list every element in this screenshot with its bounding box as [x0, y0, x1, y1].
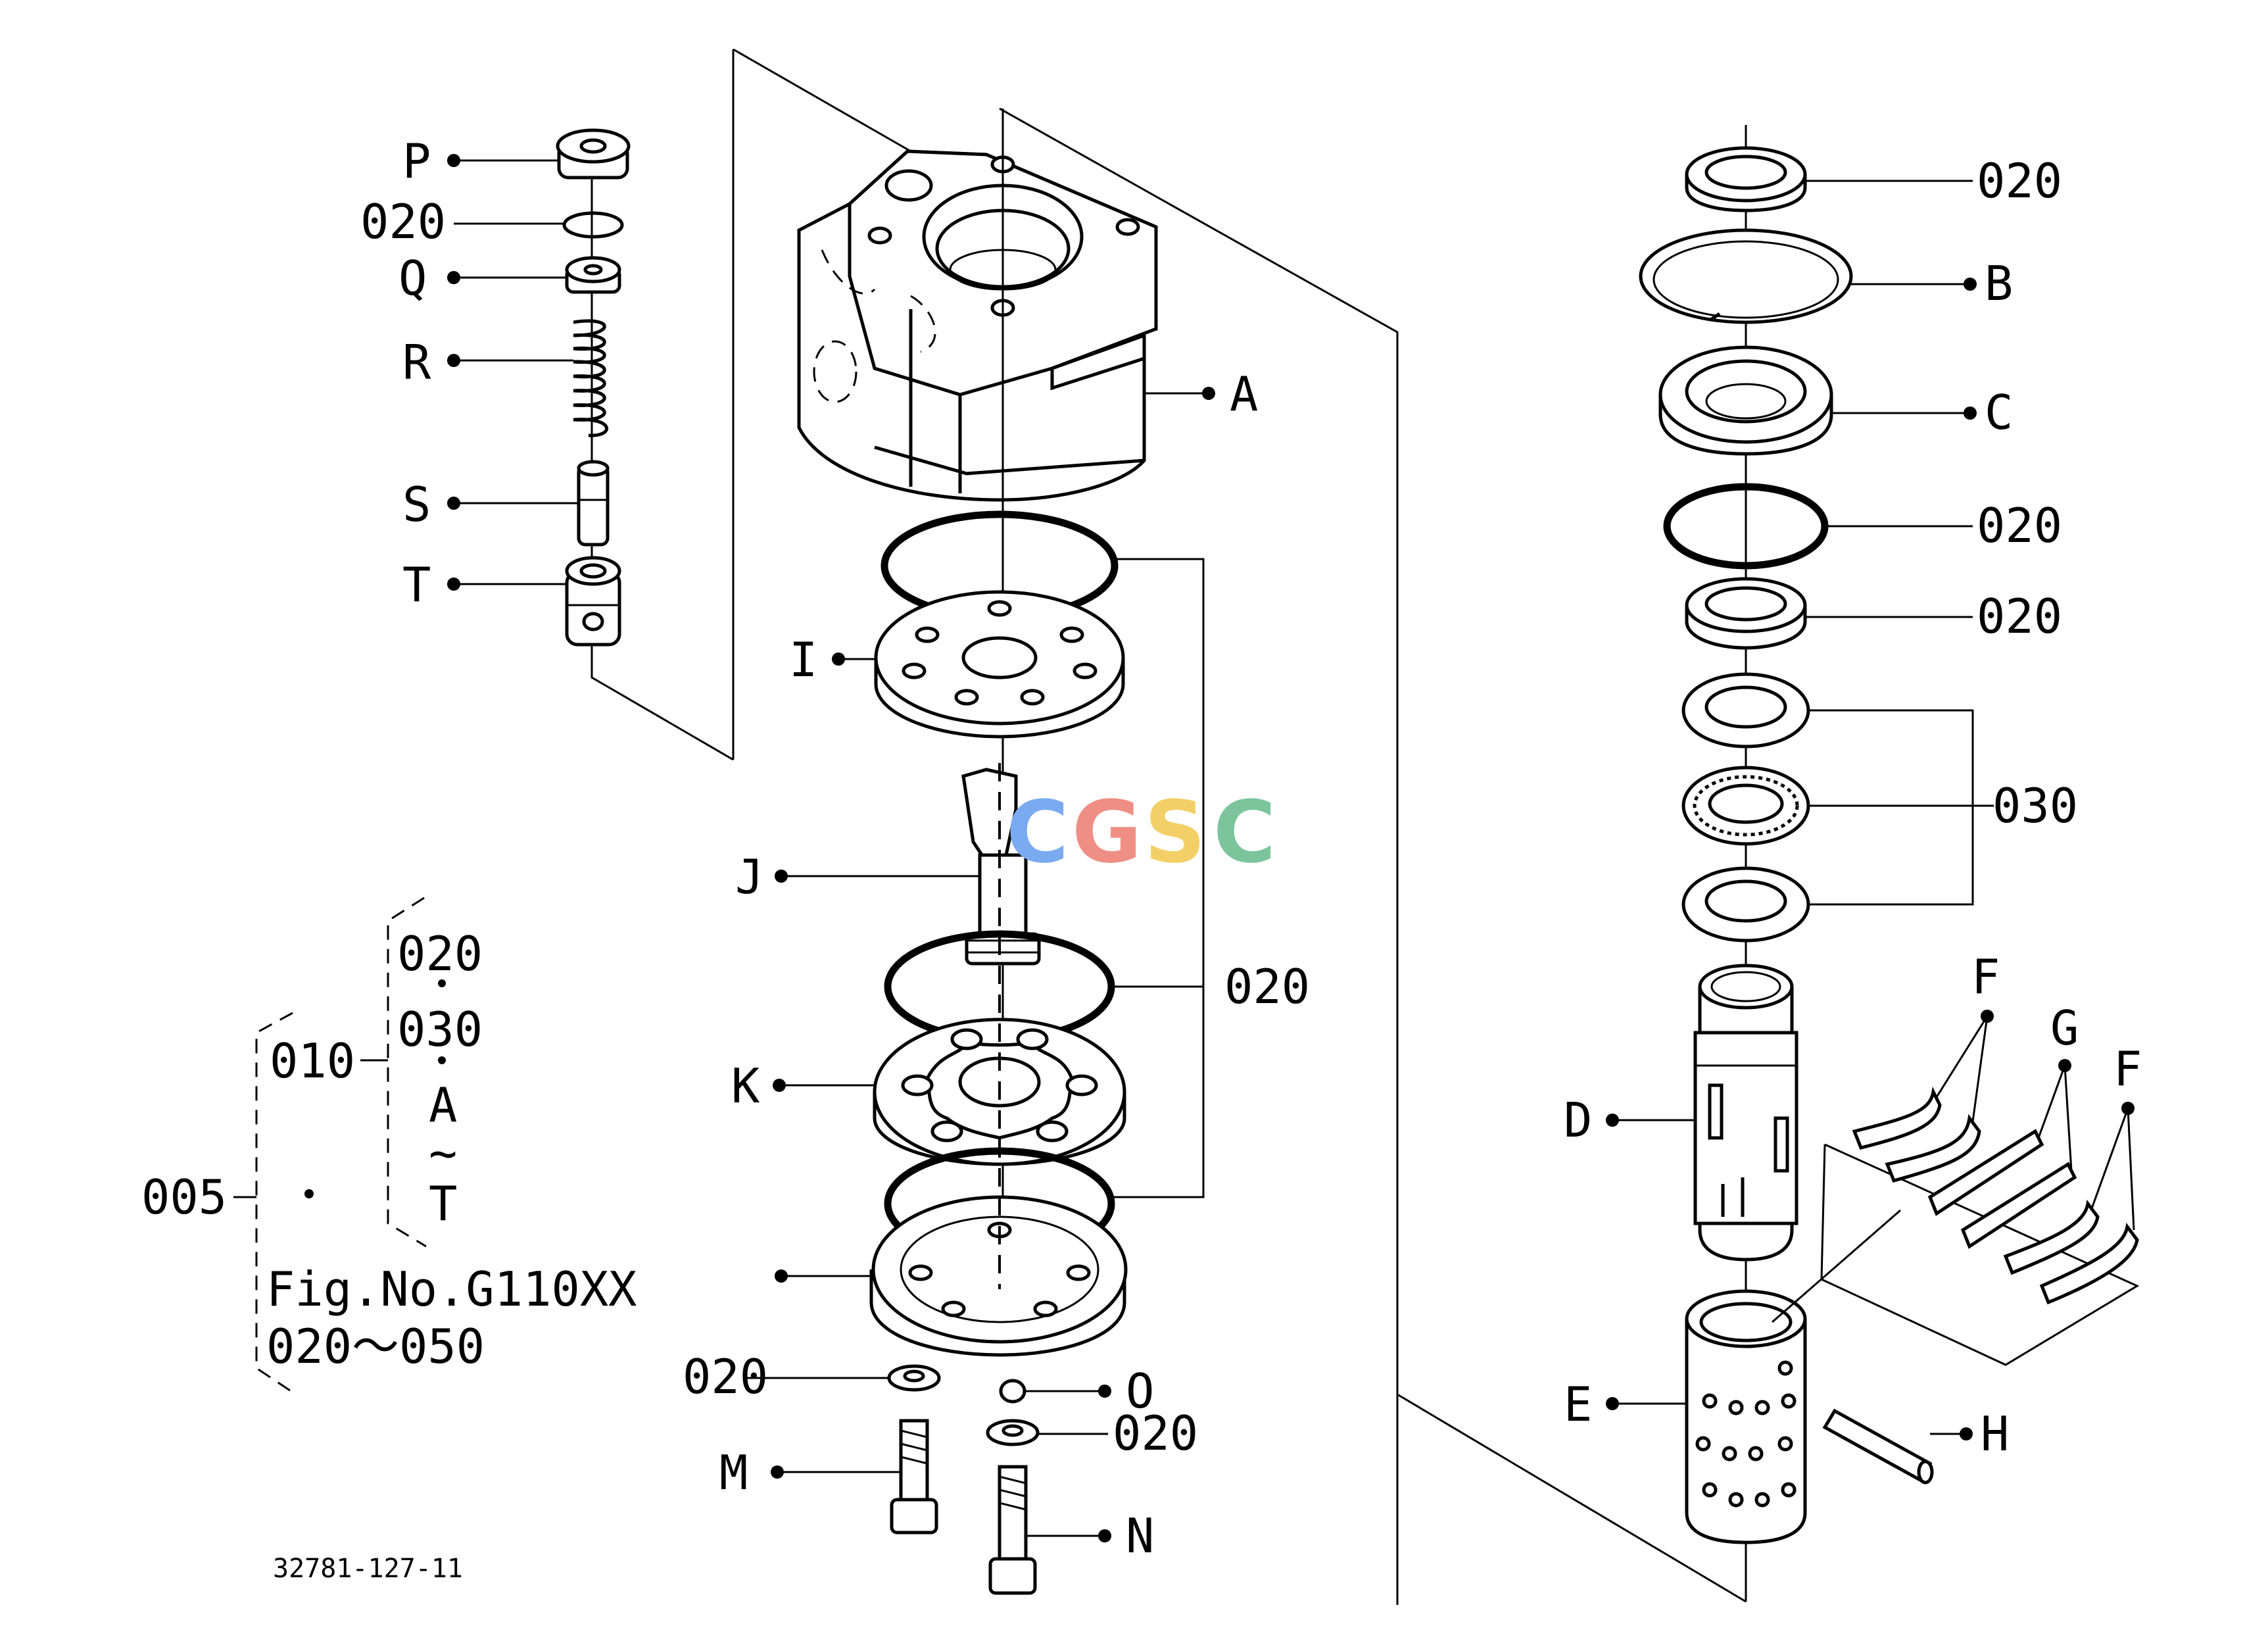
relief-valve-stack: [556, 128, 631, 651]
label-e: E: [1564, 1377, 1592, 1432]
washer-020-left: [887, 1364, 941, 1392]
plug-p: [556, 128, 631, 180]
housing-a: [797, 149, 1158, 502]
label-o: O: [1126, 1364, 1154, 1419]
watermark-letter-1: C: [1006, 782, 1069, 882]
label-h: H: [1981, 1406, 2009, 1462]
plate-i: [874, 590, 1125, 739]
label-m: M: [719, 1445, 748, 1500]
label-j: J: [735, 849, 763, 904]
screw-m: [890, 1419, 938, 1535]
label-t: T: [402, 557, 431, 612]
end-cover: [869, 1195, 1128, 1357]
cgsc-watermark: C G S C: [1006, 782, 1276, 882]
label-c: C: [1985, 385, 2013, 440]
assembly-legend: 005 010 020 030 A ~ T Fig.No.G110XX 020～…: [141, 897, 637, 1396]
bushing-020-second: [1685, 577, 1807, 650]
thrust-washer-lower: [1681, 866, 1810, 943]
label-b: B: [1985, 256, 2013, 311]
screw-n: [988, 1465, 1037, 1595]
label-g: G: [2050, 1000, 2079, 1056]
label-f-right: F: [2113, 1041, 2142, 1096]
label-i: I: [789, 632, 817, 687]
label-r: R: [402, 335, 431, 390]
spool-e: [1685, 1289, 1807, 1544]
label-k: K: [731, 1058, 760, 1114]
label-020-right-ring: 020: [1977, 498, 2062, 553]
right-stack: [1639, 146, 2140, 1544]
label-f-left: F: [1971, 949, 2000, 1004]
label-020-washer: 020: [683, 1349, 768, 1404]
legend-020: 020: [397, 926, 483, 981]
label-030-thrust-set: 030: [1992, 778, 2078, 833]
label-020-screw-washer: 020: [1113, 1406, 1198, 1461]
figure-range: 020～050: [266, 1319, 485, 1374]
spring-r: [573, 319, 608, 437]
label-020-valve-ring: 020: [360, 194, 446, 249]
watermark-letter-4: C: [1213, 782, 1276, 882]
washer-020-right: [986, 1419, 1040, 1446]
snap-ring-b: [1639, 228, 1853, 324]
drawing-number: 32781-127-11: [273, 1554, 463, 1584]
bushing-020-top: [1685, 146, 1807, 212]
label-q: Q: [398, 251, 427, 306]
pin-h: [1822, 1408, 1934, 1485]
seat-q: [565, 256, 621, 294]
figure-number: Fig.No.G110XX: [266, 1262, 637, 1317]
legend-010: 010: [270, 1033, 355, 1089]
legend-030: 030: [397, 1002, 483, 1057]
ball-o: [999, 1379, 1026, 1404]
leader-lines: [454, 159, 2135, 1537]
poppet-s: [577, 460, 610, 547]
label-d: D: [1564, 1093, 1592, 1148]
legend-tilde: ~: [429, 1125, 457, 1181]
legend-a: A: [429, 1077, 457, 1133]
watermark-letter-2: G: [1072, 782, 1142, 882]
seal-c: [1658, 345, 1833, 456]
label-s: S: [402, 477, 431, 532]
leader-dots: [447, 154, 2135, 1542]
label-p: P: [402, 134, 431, 189]
label-020-center-rings: 020: [1224, 959, 1310, 1014]
thrust-bearing: [1681, 766, 1810, 846]
spring-plates-fg: [1772, 1087, 2140, 1366]
legend-t: T: [429, 1176, 457, 1231]
thrust-washer-upper: [1681, 672, 1810, 749]
callout-labels: P 020 Q R S T A I J K 020 020 M O 020 N …: [360, 134, 2142, 1563]
label-020-second-bushing: 020: [1977, 589, 2062, 644]
legend-005: 005: [141, 1169, 227, 1225]
label-n: N: [1126, 1508, 1154, 1563]
valve-body-t: [565, 556, 621, 647]
label-020-top-bushing: 020: [1977, 153, 2062, 209]
watermark-letter-3: S: [1144, 782, 1206, 882]
o-ring-020-valve: [562, 211, 624, 239]
sleeve-d: [1693, 964, 1798, 1262]
label-a: A: [1230, 366, 1258, 422]
